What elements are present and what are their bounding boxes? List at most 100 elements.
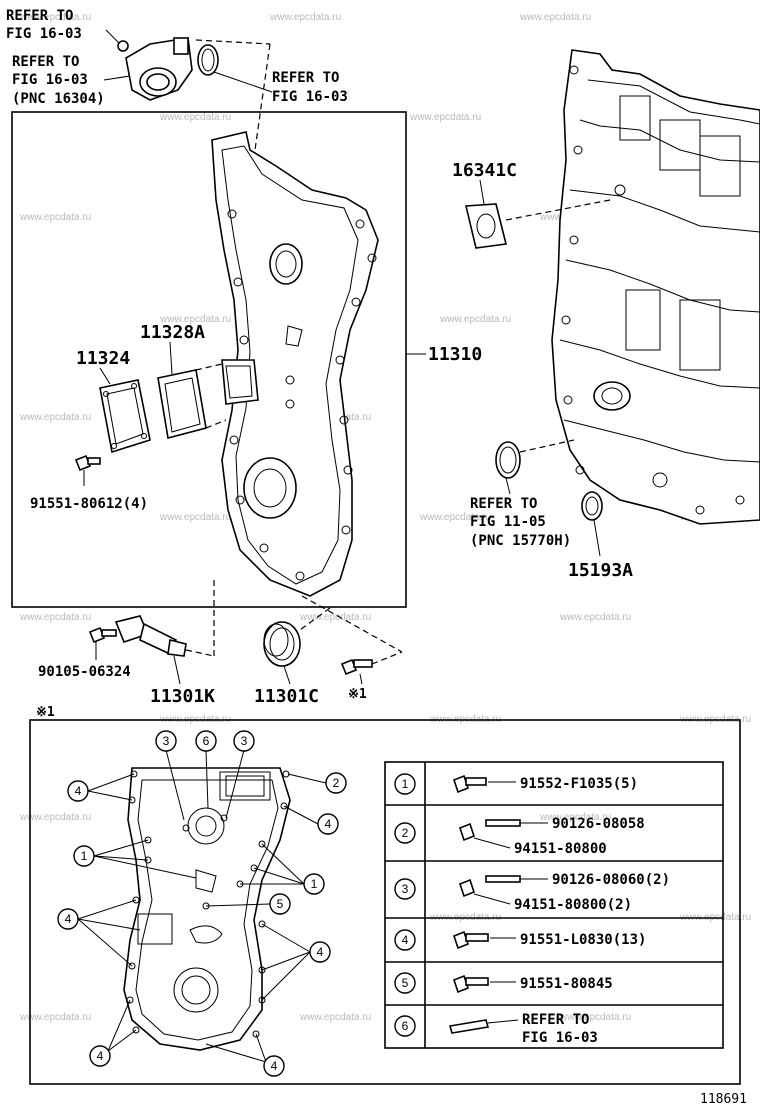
svg-text:90126-08058: 90126-08058 bbox=[552, 816, 645, 832]
svg-text:5: 5 bbox=[402, 976, 409, 990]
svg-text:4: 4 bbox=[271, 1059, 278, 1073]
watermark: www.epcdata.ru bbox=[539, 812, 611, 823]
water-inlet-housing-drawing bbox=[103, 29, 273, 271]
label-11328a: 11328A bbox=[140, 322, 205, 343]
callout-3 bbox=[233, 730, 255, 752]
bolt-note1-drawing bbox=[340, 651, 403, 685]
svg-text:4: 4 bbox=[402, 933, 409, 947]
legend-row-4: 4 91551-L0830(13) bbox=[394, 929, 646, 951]
gasket-16341c-drawing bbox=[465, 199, 611, 249]
svg-text:91551-80845: 91551-80845 bbox=[520, 976, 613, 992]
gasket-11328a bbox=[157, 363, 227, 439]
timing-cover-frame bbox=[11, 111, 407, 608]
label-15193a: 15193A bbox=[568, 560, 633, 581]
watermark: www.epcdata.ru bbox=[19, 412, 91, 423]
svg-text:FIG 16-03: FIG 16-03 bbox=[522, 1030, 598, 1046]
svg-text:4: 4 bbox=[75, 784, 82, 798]
watermark: www.epcdata.ru bbox=[19, 812, 91, 823]
oil-seal-11301c-drawing bbox=[263, 595, 403, 685]
svg-text:91551-L0830(13): 91551-L0830(13) bbox=[520, 932, 646, 948]
watermark: www.epcdata.ru bbox=[439, 314, 511, 325]
refer-note-top-mid: REFER TO FIG 16-03 bbox=[272, 70, 348, 105]
watermark: www.epcdata.ru bbox=[299, 1012, 371, 1023]
watermark: www.epcdata.ru bbox=[19, 12, 91, 23]
watermark: www.epcdata.ru bbox=[159, 512, 231, 523]
svg-text:(PNC 16304): (PNC 16304) bbox=[12, 91, 105, 107]
callout-2 bbox=[325, 772, 347, 794]
svg-text:3: 3 bbox=[402, 882, 409, 896]
svg-text:5: 5 bbox=[277, 897, 284, 911]
callout-3 bbox=[155, 730, 177, 752]
callout-1 bbox=[303, 873, 325, 895]
svg-text:6: 6 bbox=[203, 734, 210, 748]
svg-text:90126-08060(2): 90126-08060(2) bbox=[552, 872, 670, 888]
callout-1 bbox=[73, 845, 95, 867]
watermark: www.epcdata.ru bbox=[159, 314, 231, 325]
svg-text:94151-80800: 94151-80800 bbox=[514, 841, 607, 857]
svg-text:3: 3 bbox=[241, 734, 248, 748]
callout-5 bbox=[269, 893, 291, 915]
label-11310: 11310 bbox=[428, 344, 482, 365]
detail-header: ※1 bbox=[36, 705, 55, 720]
watermark: www.epcdata.ru bbox=[409, 112, 481, 123]
svg-text:REFER TO: REFER TO bbox=[12, 54, 79, 70]
svg-text:1: 1 bbox=[81, 849, 88, 863]
svg-text:FIG 11-05: FIG 11-05 bbox=[470, 514, 546, 530]
label-16341c: 16341C bbox=[452, 160, 517, 181]
label-11301k: 11301K bbox=[150, 686, 215, 707]
watermark: www.epcdata.ru bbox=[159, 112, 231, 123]
svg-text:2: 2 bbox=[333, 776, 340, 790]
watermark: www.epcdata.ru bbox=[19, 1012, 91, 1023]
svg-text:REFER TO: REFER TO bbox=[522, 1012, 589, 1028]
bolt-91551-80612-drawing bbox=[74, 454, 101, 486]
detail-callouts: 3 6 3 2 4 4 1 1 5 bbox=[57, 730, 347, 1077]
watermark: www.epcdata.ru bbox=[559, 612, 631, 623]
callout-4 bbox=[309, 941, 331, 963]
legend-row-1: 1 91552-F1035(5) bbox=[394, 773, 638, 795]
watermark: www.epcdata.ru bbox=[269, 12, 341, 23]
callout-4 bbox=[67, 780, 89, 802]
label-note1-bolt: ※1 bbox=[348, 687, 367, 702]
label-11301c: 11301C bbox=[254, 686, 319, 707]
refer-note-right-mid: REFER TO FIG 11-05 (PNC 15770H) bbox=[470, 496, 571, 549]
callout-4 bbox=[317, 813, 339, 835]
svg-text:REFER TO: REFER TO bbox=[6, 8, 73, 24]
svg-text:6: 6 bbox=[402, 1019, 409, 1033]
refer-note-top-left-2: REFER TO FIG 16-03 (PNC 16304) bbox=[12, 54, 105, 107]
legend-row-2: 2 90126-08058 94151-80800 bbox=[394, 816, 645, 857]
legend-row-6: 6 REFER TO FIG 16-03 bbox=[394, 1012, 598, 1046]
callout-4 bbox=[89, 1045, 111, 1067]
svg-text:FIG 16-03: FIG 16-03 bbox=[272, 89, 348, 105]
oil-seal-15193a-drawing bbox=[581, 491, 603, 557]
callout-4 bbox=[57, 908, 79, 930]
svg-text:1: 1 bbox=[311, 877, 318, 891]
svg-text:1: 1 bbox=[402, 777, 409, 791]
legend-row-5: 5 91551-80845 bbox=[394, 972, 613, 994]
callout-6 bbox=[195, 730, 217, 752]
svg-text:4: 4 bbox=[65, 912, 72, 926]
engine-block-drawing bbox=[551, 49, 760, 525]
svg-text:4: 4 bbox=[325, 817, 332, 831]
detail-cover-drawing bbox=[123, 767, 291, 1051]
watermark: www.epcdata.ru bbox=[419, 512, 491, 523]
watermark: www.epcdata.ru bbox=[519, 12, 591, 23]
cover-plate-11324 bbox=[99, 379, 151, 454]
bolt-90105-06324-drawing bbox=[88, 626, 117, 660]
camshaft-sensor-11301k-drawing bbox=[114, 580, 215, 685]
watermark: www.epcdata.ru bbox=[19, 212, 91, 223]
watermark: www.epcdata.ru bbox=[299, 612, 371, 623]
svg-text:2: 2 bbox=[402, 826, 409, 840]
svg-text:FIG 16-03: FIG 16-03 bbox=[12, 72, 88, 88]
svg-text:4: 4 bbox=[97, 1049, 104, 1063]
svg-text:94151-80800(2): 94151-80800(2) bbox=[514, 897, 632, 913]
svg-text:REFER TO: REFER TO bbox=[272, 70, 339, 86]
o-ring-drawing bbox=[495, 439, 575, 495]
label-91551-80612: 91551-80612(4) bbox=[30, 496, 148, 512]
detail-frame bbox=[29, 719, 741, 1085]
callout-4 bbox=[263, 1055, 285, 1077]
svg-text:91552-F1035(5): 91552-F1035(5) bbox=[520, 776, 638, 792]
svg-text:(PNC 15770H): (PNC 15770H) bbox=[470, 533, 571, 549]
watermark: www.epcdata.ru bbox=[19, 612, 91, 623]
label-90105-06324: 90105-06324 bbox=[38, 664, 131, 680]
